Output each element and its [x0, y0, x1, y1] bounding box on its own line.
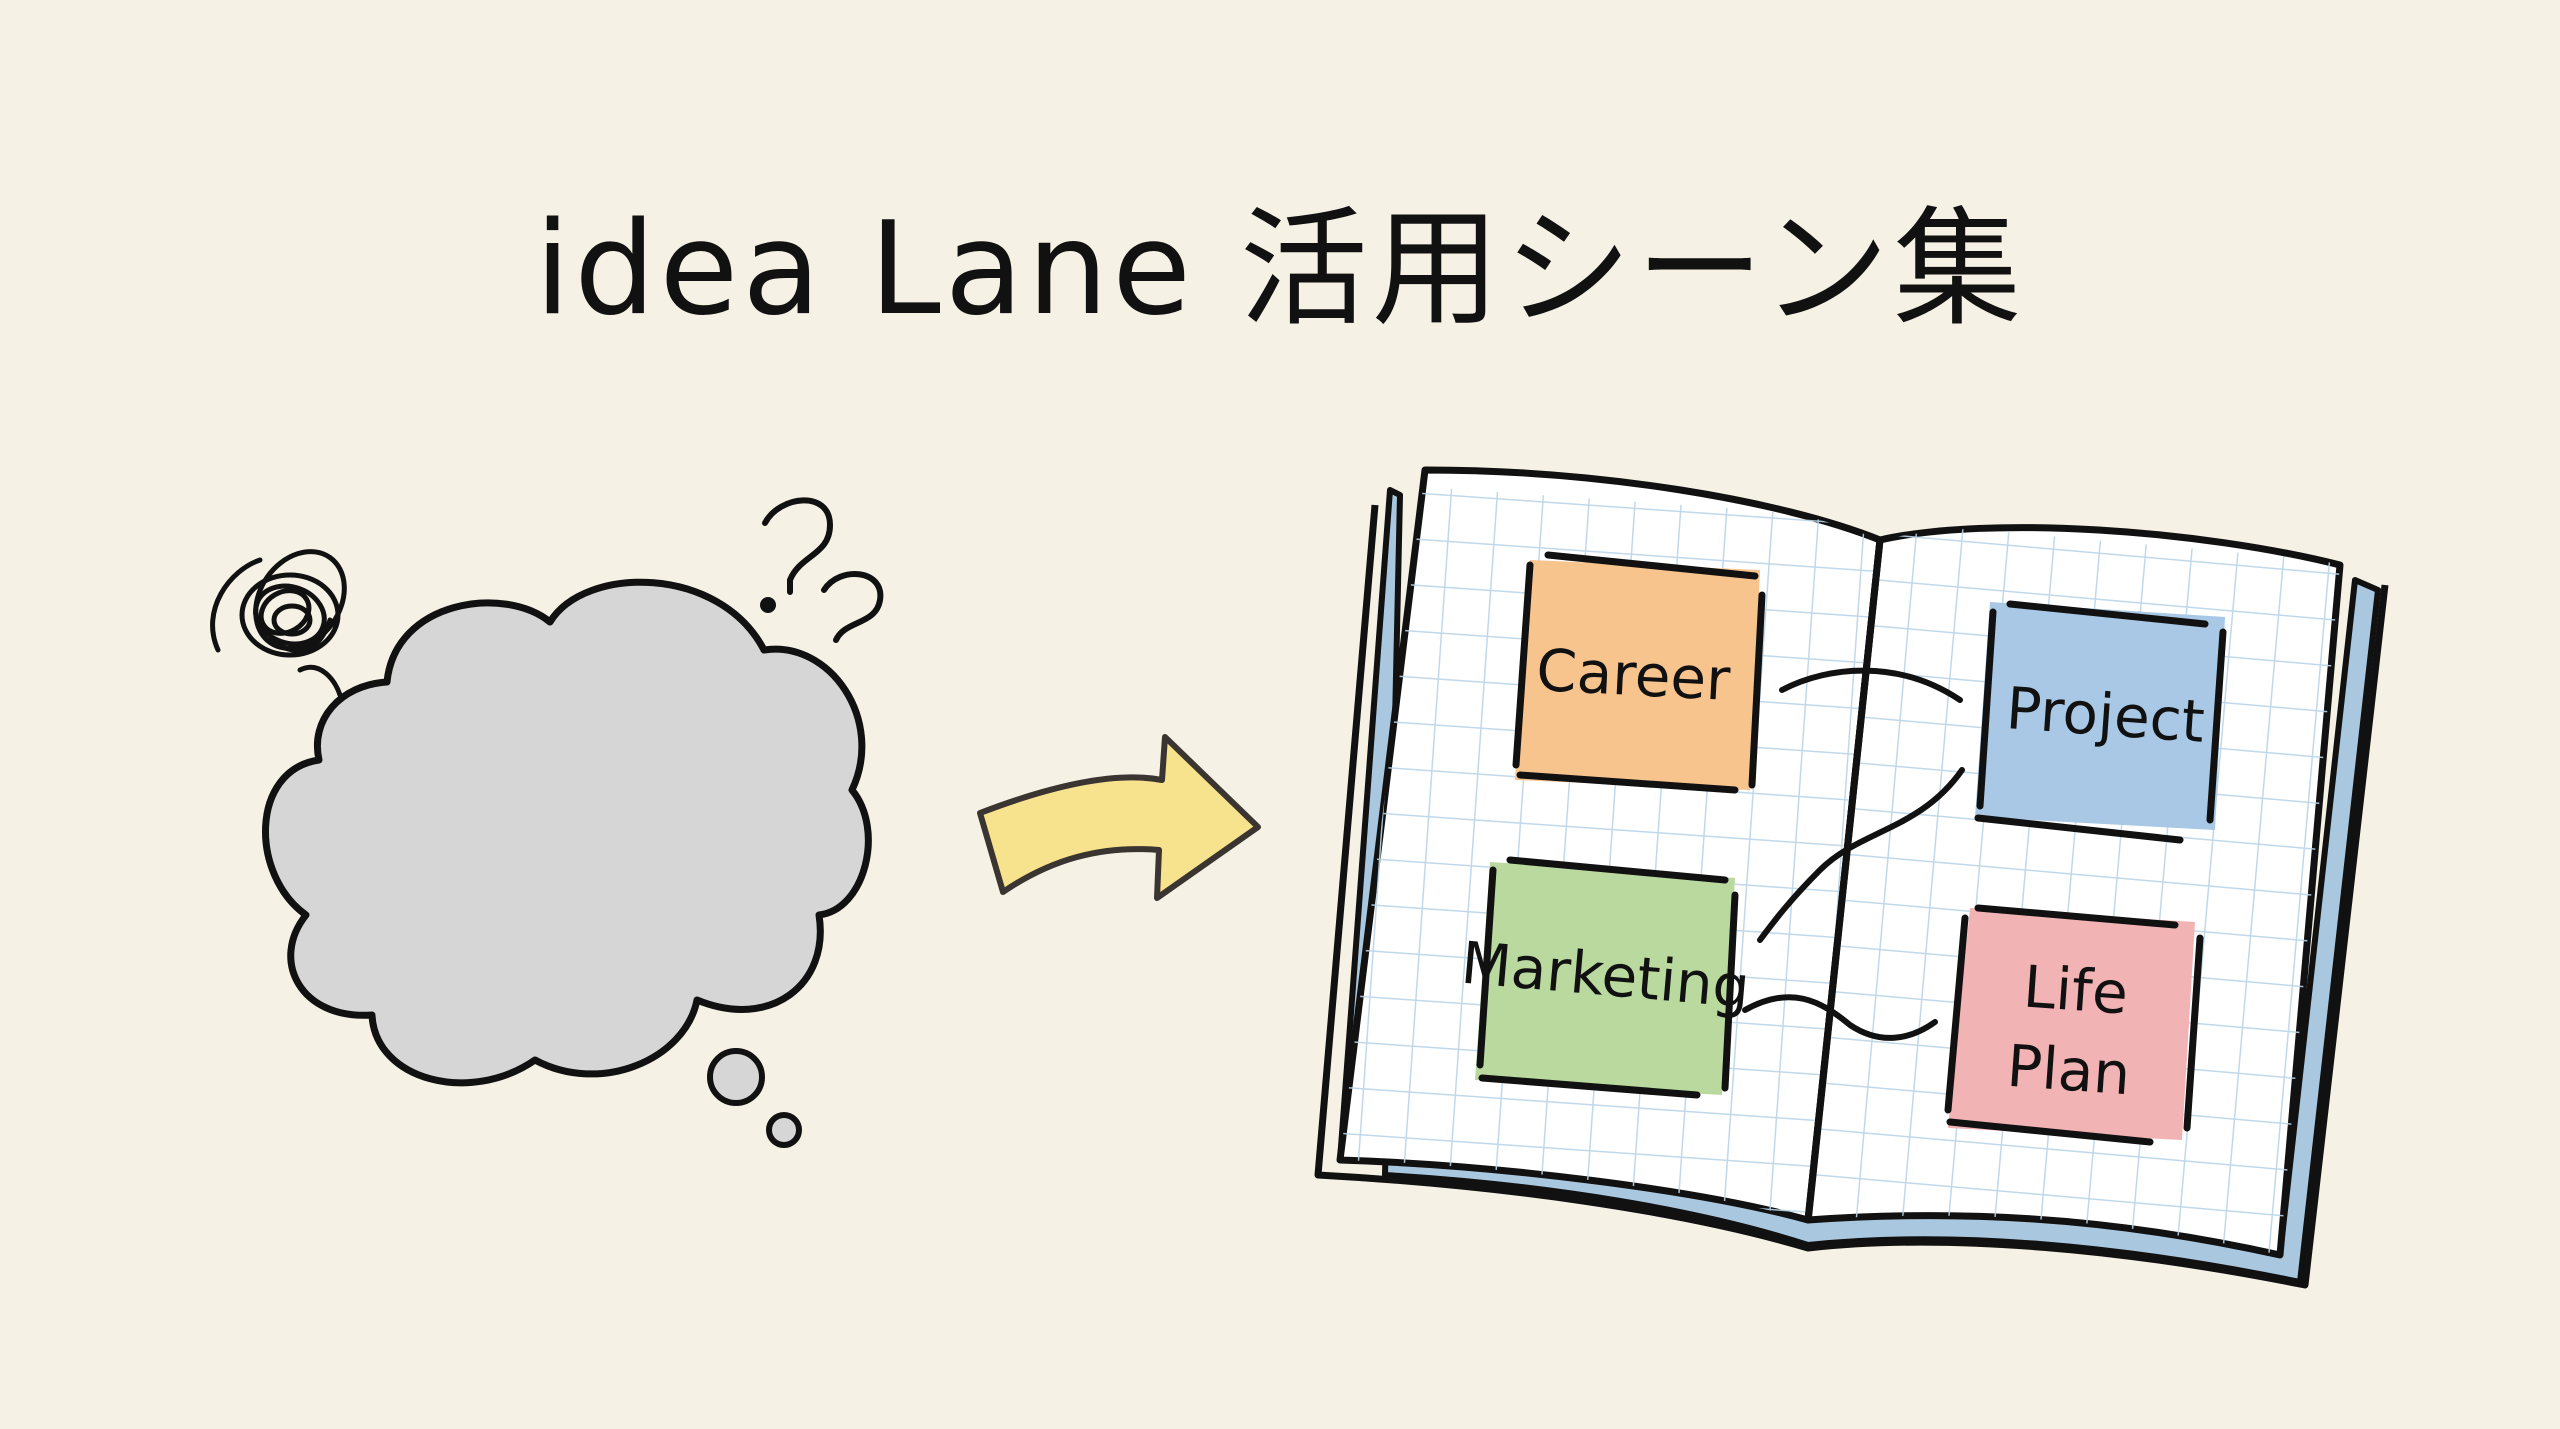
- note-label-career: Career: [1535, 636, 1732, 714]
- note-label-life: Life: [2021, 952, 2130, 1027]
- curved-arrow-right-icon: [977, 734, 1261, 901]
- thought-cloud-icon: [262, 578, 872, 1148]
- note-label-plan: Plan: [2005, 1032, 2133, 1108]
- tangled-scribble-icon: [210, 549, 347, 698]
- note-label-project: Project: [2004, 674, 2207, 756]
- connector-lines: [1742, 667, 1965, 1041]
- note-life-plan[interactable]: Life Plan: [1944, 904, 2204, 1146]
- notebook: Career Project Marketing: [1314, 466, 2389, 1289]
- note-marketing[interactable]: Marketing: [1458, 856, 1752, 1099]
- note-project[interactable]: Project: [1974, 600, 2227, 844]
- note-career[interactable]: Career: [1512, 551, 1766, 794]
- page-title: idea Lane 活用シーン集: [534, 195, 2026, 344]
